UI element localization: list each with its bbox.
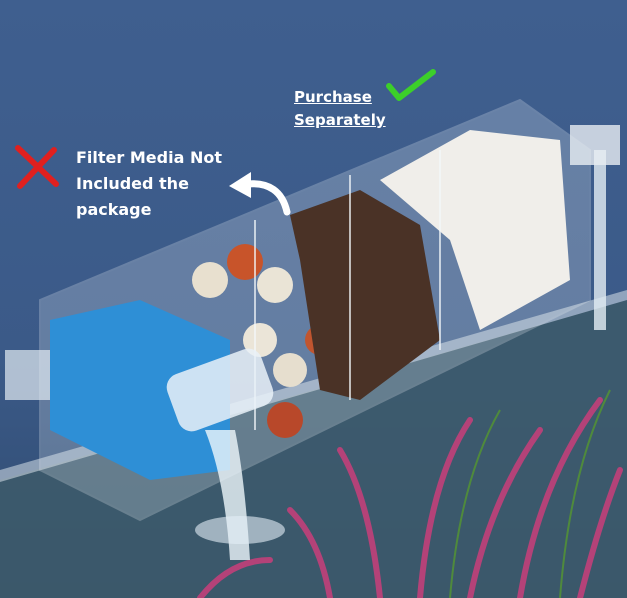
white-media <box>380 130 570 330</box>
note-line-2: Included the <box>76 174 189 193</box>
aquatic-plants <box>197 397 623 598</box>
aquarium-water <box>0 300 627 598</box>
purchase-line-1: Purchase <box>294 88 372 106</box>
left-bracket <box>5 350 50 400</box>
note-line-3: package <box>76 200 152 219</box>
water-splash <box>195 516 285 544</box>
note-line-1: Filter Media Not <box>76 148 222 167</box>
blue-sponge <box>50 300 230 480</box>
x-mark-icon <box>15 145 59 189</box>
right-bracket <box>570 125 620 165</box>
plant-stems <box>449 389 611 598</box>
bio-stones <box>290 190 440 400</box>
check-mark-icon <box>386 69 436 101</box>
purchase-separately-note: Purchase Separately <box>294 86 386 132</box>
curved-arrow-icon <box>229 172 291 216</box>
outlet-spout <box>166 348 274 432</box>
purchase-line-2: Separately <box>294 111 386 129</box>
filter-media-not-included-note: Filter Media Not Included the package <box>76 145 246 223</box>
